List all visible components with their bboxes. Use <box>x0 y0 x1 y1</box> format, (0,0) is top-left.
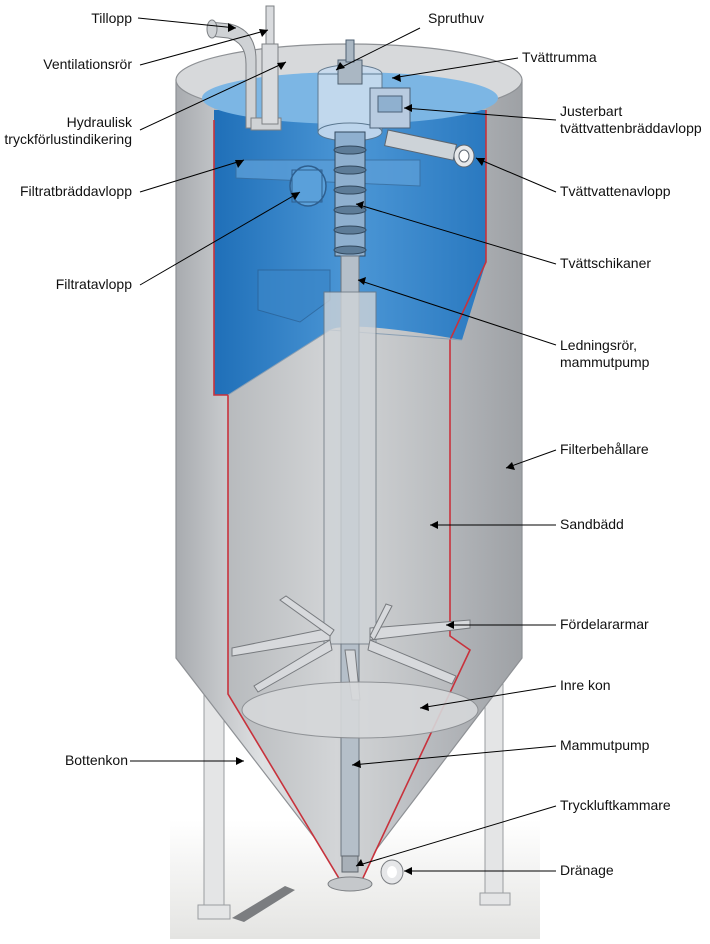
label-filterbehallare: Filterbehållare <box>560 441 649 457</box>
label-justerbart-line2: tvättvattenbräddavlopp <box>560 120 702 136</box>
filtrate-outlet-pipe <box>289 165 327 207</box>
inner-cone <box>241 681 479 739</box>
label-justerbart-line1: Justerbart <box>560 103 623 119</box>
label-tillopp: Tillopp <box>91 10 132 26</box>
label-inre-kon: Inre kon <box>560 677 611 693</box>
label-ledningsror-line2: mammutpump <box>560 354 650 370</box>
label-bottenkon: Bottenkon <box>64 752 128 768</box>
filtrate-outlet-frame <box>291 169 323 203</box>
label-tvattrumma: Tvättrumma <box>522 49 597 65</box>
label-ledningsror-line1: Ledningsrör, <box>560 337 638 353</box>
label-filtratavlopp: Filtratavlopp <box>55 276 132 292</box>
label-dranage: Dränage <box>560 862 614 878</box>
label-spruthuv: Spruthuv <box>428 10 485 26</box>
label-fordelararmar: Fördelararmar <box>560 616 649 632</box>
spray-head <box>337 39 363 85</box>
label-mammutpump: Mammutpump <box>560 737 650 753</box>
label-tvattschikaner: Tvättschikaner <box>560 255 652 271</box>
bottom-outlet <box>327 876 373 892</box>
compressed-air-chamber <box>341 855 359 873</box>
wash-water-outlet <box>384 129 475 168</box>
label-hydraulisk-line1: Hydraulisk <box>66 114 132 130</box>
distributor-arms <box>231 595 471 701</box>
leader-lines <box>130 17 557 872</box>
leg-shadow <box>232 886 295 922</box>
wash-baffles <box>333 131 367 257</box>
adjustable-overflow <box>369 87 411 129</box>
filtrate-channel <box>257 269 331 323</box>
label-tryckluftkammare: Tryckluftkammare <box>560 797 671 813</box>
label-sandbadd: Sandbädd <box>560 516 624 532</box>
label-ventilationsror: Ventilationsrör <box>43 56 132 72</box>
ventilation-pipe <box>261 5 279 125</box>
label-tvattvattenavlopp: Tvättvattenavlopp <box>560 183 671 199</box>
label-hydraulisk-line2: tryckförlustindikering <box>4 131 132 147</box>
support-legs <box>197 469 519 920</box>
drainage-opening <box>387 866 397 878</box>
label-filtratbraddavlopp: Filtratbräddavlopp <box>19 183 132 199</box>
arrowheads <box>228 23 515 875</box>
